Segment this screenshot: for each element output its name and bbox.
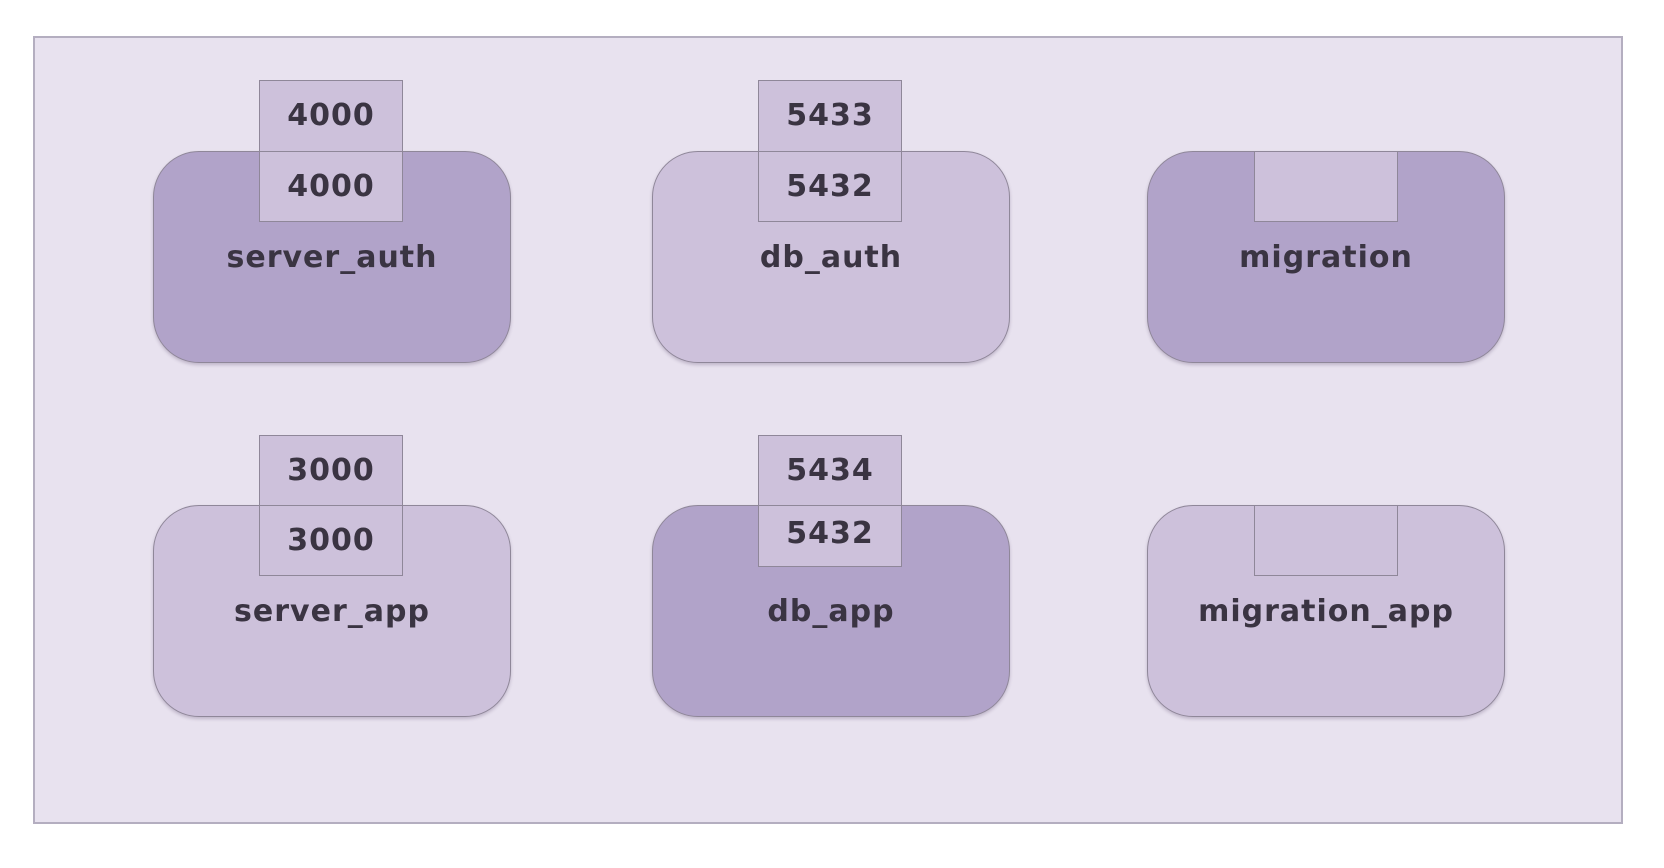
service-label: migration_app — [1198, 594, 1454, 629]
host-port-box: 5434 — [758, 435, 902, 506]
service-label: db_auth — [759, 240, 903, 275]
port-box — [1254, 151, 1398, 222]
container-port-box: 5432 — [758, 505, 902, 567]
container-port-box: 4000 — [259, 151, 403, 222]
host-port-box: 3000 — [259, 435, 403, 506]
service-label: server_app — [234, 594, 430, 629]
host-port-box: 4000 — [259, 80, 403, 152]
service-label: migration — [1239, 240, 1413, 275]
container-port-box: 3000 — [259, 505, 403, 576]
host-port-box: 5433 — [758, 80, 902, 152]
port-box — [1254, 505, 1398, 576]
service-label: db_app — [767, 594, 895, 629]
service-label: server_auth — [226, 240, 438, 275]
container-port-box: 5432 — [758, 151, 902, 222]
